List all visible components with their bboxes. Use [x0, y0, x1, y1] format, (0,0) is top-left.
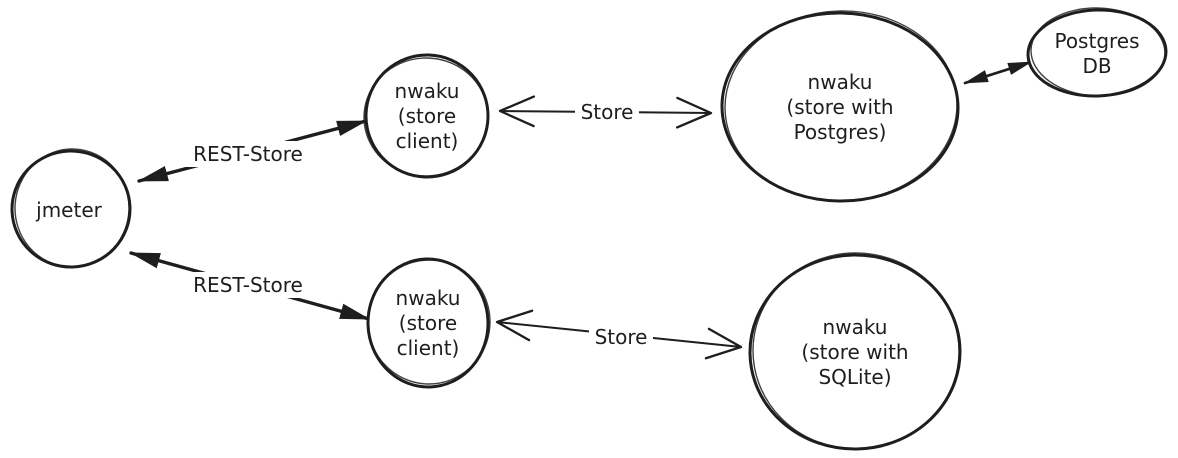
- edge-store-bottom-label[interactable]: Store: [595, 325, 648, 349]
- postgres-db-line1: Postgres: [1054, 29, 1139, 53]
- store-client-top-line3: client): [396, 129, 459, 153]
- nwaku-sqlite-line2: (store with: [801, 340, 908, 364]
- store-client-bottom-line2: (store: [399, 311, 457, 335]
- nwaku-sqlite-circle-sketch: [752, 252, 960, 450]
- edge-rest-store-top-label[interactable]: REST-Store: [193, 142, 303, 166]
- edge-postgres-db-link-line[interactable]: [963, 60, 1033, 85]
- node-nwaku-postgres[interactable]: nwaku (store with Postgres): [720, 7, 960, 205]
- nwaku-postgres-line1: nwaku: [808, 70, 873, 94]
- nwaku-postgres-line3: Postgres): [794, 120, 887, 144]
- edge-rest-store-top[interactable]: REST-Store: [137, 119, 368, 183]
- jmeter-circle-sketch: [14, 148, 130, 268]
- store-client-bottom-line3: client): [397, 336, 460, 360]
- node-postgres-db[interactable]: Postgres DB: [1026, 6, 1168, 99]
- edge-rest-store-bottom-label[interactable]: REST-Store: [193, 273, 303, 297]
- node-store-client-top[interactable]: nwaku (store client): [361, 53, 491, 179]
- nwaku-sqlite-line1: nwaku: [823, 315, 888, 339]
- edge-store-top[interactable]: Store: [498, 95, 713, 129]
- store-client-bottom-line1: nwaku: [396, 286, 461, 310]
- postgres-db-line2: DB: [1082, 54, 1111, 78]
- jmeter-label: jmeter: [35, 198, 102, 222]
- store-client-top-line1: nwaku: [395, 79, 460, 103]
- edge-rest-store-top-label-mask: [183, 141, 313, 167]
- edge-rest-store-bottom[interactable]: REST-Store: [129, 251, 371, 321]
- store-client-top-line2: (store: [398, 104, 456, 128]
- edge-rest-store-bottom-label-mask: [185, 272, 311, 298]
- node-jmeter[interactable]: jmeter: [10, 146, 132, 270]
- nwaku-sqlite-line3: SQLite): [818, 365, 891, 389]
- nwaku-postgres-circle-sketch: [724, 10, 958, 202]
- store-client-top-circle-sketch: [363, 57, 489, 177]
- edge-store-bottom-label-mask: [589, 324, 653, 349]
- edge-store-top-label[interactable]: Store: [581, 100, 634, 124]
- edge-postgres-db-link[interactable]: [963, 60, 1033, 85]
- nwaku-postgres-line2: (store with: [786, 95, 893, 119]
- edge-store-bottom[interactable]: Store: [495, 309, 743, 360]
- edge-store-top-label-mask: [575, 100, 639, 125]
- store-client-bottom-circle-sketch: [367, 259, 491, 385]
- node-store-client-bottom[interactable]: nwaku (store client): [365, 257, 493, 389]
- postgres-db-circle-sketch: [1030, 7, 1166, 97]
- node-nwaku-sqlite[interactable]: nwaku (store with SQLite): [748, 249, 962, 452]
